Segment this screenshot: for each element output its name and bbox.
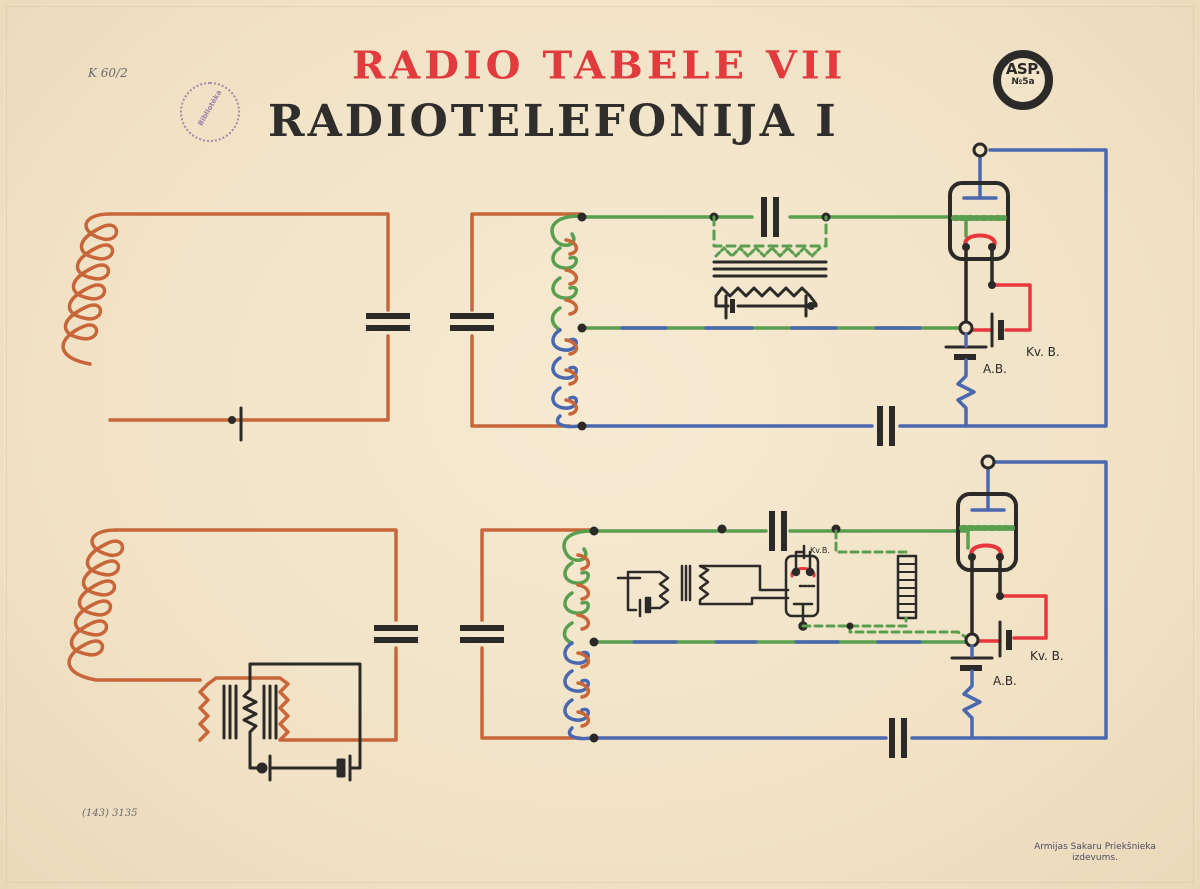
handwritten-inventory-number: (143) 3135 bbox=[82, 808, 138, 819]
top-secondary-loop bbox=[470, 212, 582, 428]
top-vacuum-tube: Kv. B. A.B. bbox=[944, 142, 1060, 428]
paper-edge bbox=[6, 6, 1194, 883]
bottom-coupling-coil bbox=[562, 529, 594, 741]
bottom-modulation-transformer bbox=[222, 662, 362, 782]
top-antenna-coil bbox=[61, 212, 119, 366]
logo-number: №5a bbox=[1011, 77, 1035, 87]
bottom-antenna-wire bbox=[114, 528, 398, 742]
bottom-grid-capacitor bbox=[769, 511, 787, 551]
top-kvb-label: Kv. B. bbox=[1026, 345, 1060, 359]
top-diagram: Kv. B. A.B. bbox=[61, 142, 1108, 446]
bottom-bypass-capacitor bbox=[889, 718, 907, 758]
poster-title: RADIO TABELE VII bbox=[352, 43, 847, 88]
bottom-plate-return-line bbox=[589, 460, 1108, 758]
publisher-note: Armijas Sakaru Priekšnieka izdevums. bbox=[1020, 842, 1170, 864]
library-stamp: Bibliotēka bbox=[180, 82, 240, 142]
bottom-modulation-transformer-primary bbox=[198, 676, 292, 742]
bottom-secondary-capacitor bbox=[460, 625, 504, 643]
top-bypass-capacitor bbox=[877, 406, 895, 446]
bottom-diagram: Kv.B. bbox=[67, 454, 1108, 782]
top-tube-envelope bbox=[948, 181, 1010, 261]
top-secondary-capacitor bbox=[450, 313, 494, 331]
top-grid-line bbox=[577, 197, 968, 238]
top-resistor bbox=[956, 332, 976, 428]
top-antenna-wire bbox=[108, 212, 390, 422]
top-antenna-capacitor bbox=[366, 313, 410, 331]
top-coupling-coil bbox=[550, 214, 582, 429]
bottom-microphone-amplifier: Kv.B. bbox=[616, 544, 918, 631]
bottom-antenna-circuit bbox=[67, 528, 398, 742]
top-filament-return-line bbox=[577, 323, 968, 333]
top-ab-label: A.B. bbox=[983, 362, 1007, 376]
bottom-grid-line bbox=[589, 511, 970, 551]
bottom-tube-filament bbox=[969, 543, 1003, 558]
top-plate-return-line bbox=[577, 148, 1108, 446]
top-filament-wire bbox=[990, 283, 1032, 332]
top-tube-plate bbox=[962, 148, 998, 200]
top-tube-filament bbox=[963, 233, 997, 248]
publisher-line-1: Armijas Sakaru Priekšnieka bbox=[1034, 842, 1156, 852]
top-antenna-circuit bbox=[61, 212, 390, 422]
bottom-antenna-coil bbox=[67, 528, 202, 682]
bottom-ab-label: A.B. bbox=[993, 674, 1017, 688]
top-grid-capacitor bbox=[761, 197, 779, 237]
bottom-kvb-label: Kv. B. bbox=[1030, 649, 1064, 663]
bottom-vacuum-tube: Kv. B. A.B. bbox=[950, 454, 1064, 740]
bottom-antenna-capacitor bbox=[374, 625, 418, 643]
top-filament-node bbox=[958, 320, 974, 336]
asp-logo: ASP. №5a bbox=[993, 50, 1053, 110]
bottom-tube-envelope bbox=[956, 492, 1018, 572]
bottom-resistor bbox=[962, 644, 982, 740]
bottom-plate-terminal bbox=[980, 454, 996, 470]
poster-subtitle: RADIOTELEFONIJA I bbox=[268, 96, 839, 147]
logo-text: ASP. bbox=[1005, 60, 1041, 78]
publisher-line-2: izdevums. bbox=[1072, 853, 1118, 863]
bottom-filament-node bbox=[964, 632, 980, 648]
bottom-filament-return-line bbox=[589, 637, 970, 647]
top-antenna-ground-contact bbox=[228, 406, 243, 442]
handwritten-catalog-mark: K 60/2 bbox=[88, 66, 128, 80]
top-plate-terminal bbox=[972, 142, 988, 158]
bottom-secondary-loop bbox=[480, 528, 594, 740]
bottom-small-kvb-label: Kv.B. bbox=[810, 546, 830, 555]
top-microphone-transformer bbox=[712, 215, 828, 320]
